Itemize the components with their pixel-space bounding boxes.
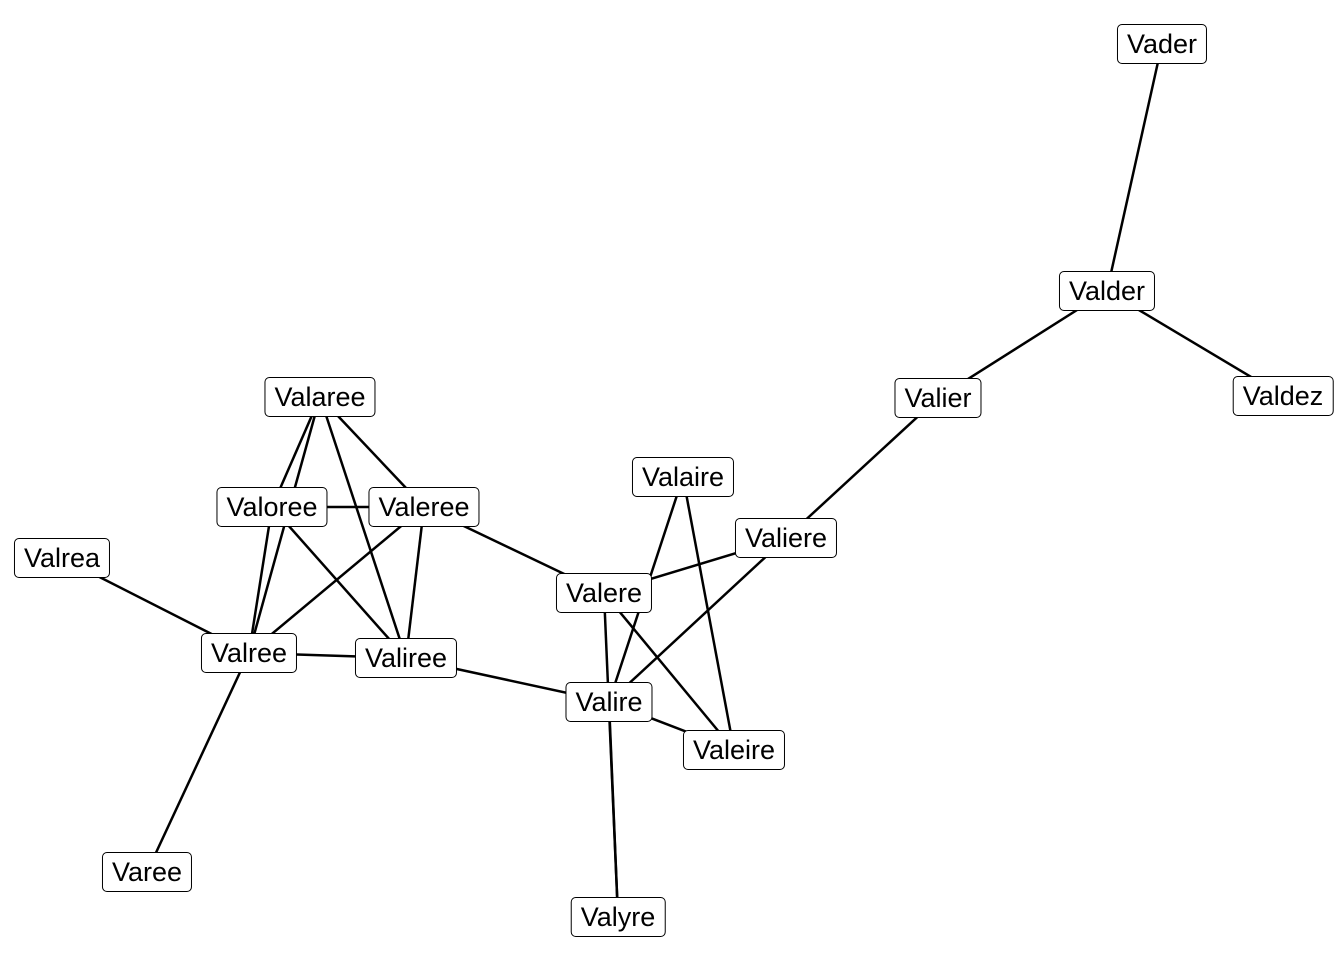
- node-valier: Valier: [894, 378, 982, 418]
- node-valeire: Valeire: [682, 730, 786, 770]
- edge-valoree-valree: [247, 506, 274, 654]
- node-valdez: Valdez: [1232, 376, 1334, 416]
- edge-valoree-valiree: [271, 506, 407, 659]
- node-varee: Varee: [101, 852, 193, 892]
- node-vader: Vader: [1116, 24, 1208, 64]
- edge-valaire-valeire: [681, 476, 736, 751]
- node-valrea: Valrea: [13, 538, 111, 578]
- edge-valiere-valire: [608, 537, 787, 703]
- edge-vader-valder: [1105, 43, 1164, 292]
- edge-valeree-valree: [248, 506, 425, 654]
- edge-valere-valeire: [603, 592, 735, 751]
- node-valyre: Valyre: [570, 897, 666, 937]
- node-valaire: Valaire: [631, 457, 735, 497]
- edge-valire-valyre: [607, 701, 620, 918]
- edge-valeree-valiree: [404, 506, 426, 659]
- node-valder: Valder: [1058, 271, 1156, 311]
- node-valiree: Valiree: [354, 638, 458, 678]
- edge-valier-valiere: [785, 397, 939, 539]
- node-valoree: Valoree: [216, 487, 328, 527]
- node-valiere: Valiere: [734, 518, 838, 558]
- node-valire: Valire: [565, 682, 653, 722]
- node-valeree: Valeree: [368, 487, 480, 527]
- node-valaree: Valaree: [264, 377, 376, 417]
- edge-valaree-valiree: [318, 396, 408, 659]
- edge-valree-varee: [145, 652, 251, 873]
- node-valree: Valree: [200, 633, 298, 673]
- node-valere: Valere: [555, 573, 653, 613]
